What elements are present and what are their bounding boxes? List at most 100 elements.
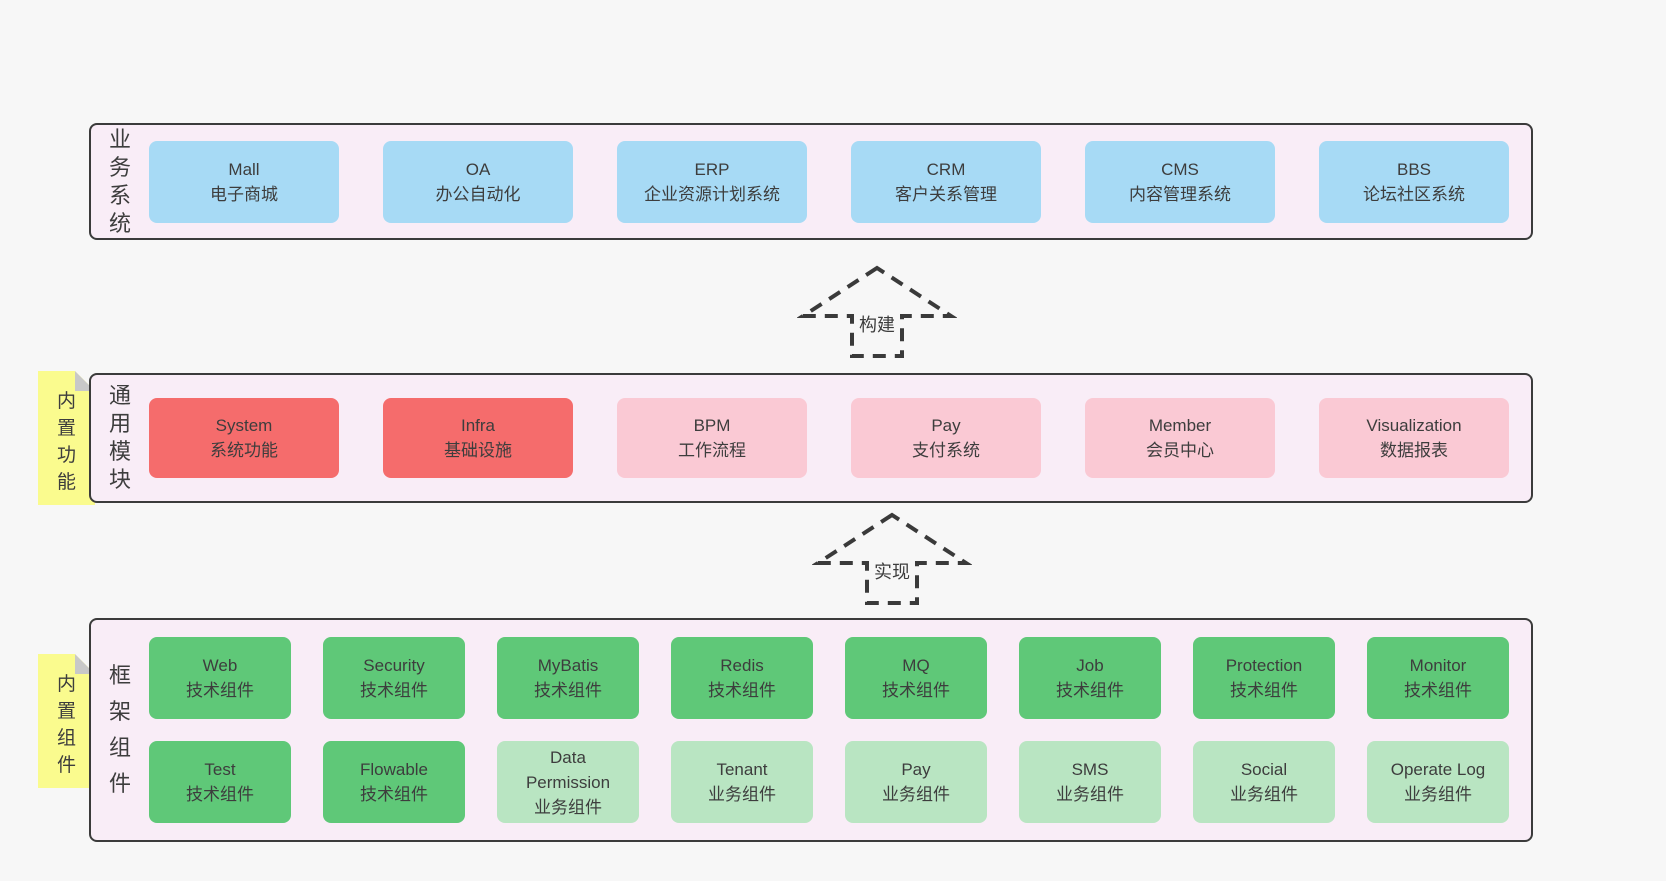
node-title: SMS — [1071, 760, 1109, 779]
vertical-label-char: 通 — [108, 383, 131, 408]
node-subtitle: 技术组件 — [186, 681, 254, 700]
vertical-label-char: 业 — [108, 126, 131, 152]
dashed-up-arrow-build: 构建 — [797, 265, 957, 358]
node-pay: Pay 业务组件 — [845, 741, 987, 823]
dashed-up-arrow-implement: 实现 — [812, 512, 972, 605]
node-subtitle: 技术组件 — [186, 785, 254, 804]
node-subtitle: 办公自动化 — [435, 184, 521, 204]
node-sms: SMS 业务组件 — [1019, 741, 1161, 823]
node-subtitle: 企业资源计划系统 — [644, 184, 780, 204]
arrow-label-build: 构建 — [859, 315, 895, 335]
node-subtitle: 技术组件 — [1056, 681, 1124, 700]
node-subtitle: 内容管理系统 — [1129, 184, 1231, 204]
node-pay: Pay 支付系统 — [851, 398, 1041, 478]
vertical-label-char: 功 — [56, 445, 76, 466]
node-title: Web — [202, 656, 238, 675]
node-subtitle: 技术组件 — [882, 681, 950, 700]
node-mq: MQ 技术组件 — [845, 637, 987, 719]
node-title: Pay — [901, 760, 931, 779]
node-subtitle: 支付系统 — [912, 441, 980, 460]
arrow-outline — [797, 265, 957, 358]
node-title: Security — [363, 656, 425, 675]
node-subtitle: 业务组件 — [882, 785, 950, 804]
node-subtitle: 数据报表 — [1380, 441, 1448, 460]
node-subtitle: 业务组件 — [534, 797, 602, 817]
node-visualization: Visualization 数据报表 — [1319, 398, 1509, 478]
sticky-note-built-in-features: 内置功能 — [38, 371, 95, 505]
node-subtitle: 基础设施 — [444, 441, 512, 460]
node-subtitle: 技术组件 — [534, 681, 602, 700]
node-security: Security 技术组件 — [323, 637, 465, 719]
node-title: Visualization — [1366, 416, 1462, 435]
node-cms: CMS 内容管理系统 — [1085, 140, 1275, 223]
node-title: MQ — [902, 656, 930, 675]
node-title: OA — [465, 159, 491, 179]
node-title: BBS — [1396, 159, 1432, 179]
node-subtitle: 技术组件 — [360, 785, 428, 804]
node-bbs: BBS 论坛社区系统 — [1319, 140, 1509, 223]
node-title: Member — [1148, 416, 1212, 435]
node-test: Test 技术组件 — [149, 741, 291, 823]
node-subtitle: 系统功能 — [210, 441, 278, 460]
node-title: CRM — [926, 159, 966, 179]
node-title: CMS — [1161, 159, 1199, 179]
node-oa: OA 办公自动化 — [383, 140, 573, 223]
vertical-label-char: 件 — [108, 771, 131, 796]
node-title: Redis — [720, 656, 764, 675]
node-operate-log: Operate Log 业务组件 — [1367, 741, 1509, 823]
node-title: Job — [1076, 656, 1104, 675]
node-social: Social 业务组件 — [1193, 741, 1335, 823]
node-flowable: Flowable 技术组件 — [323, 741, 465, 823]
node-title: Test — [204, 760, 236, 779]
node-subtitle: 业务组件 — [1404, 785, 1472, 804]
node-subtitle: 会员中心 — [1146, 441, 1214, 460]
node-subtitle: 业务组件 — [708, 785, 776, 804]
vertical-label-char: 能 — [56, 472, 76, 493]
vertical-label-char: 块 — [108, 467, 131, 492]
node-title: Mall — [228, 159, 260, 179]
node-title: BPM — [693, 416, 731, 435]
node-subtitle: 客户关系管理 — [895, 184, 997, 204]
layer-label-common-modules: 通用模块 — [91, 375, 149, 501]
vertical-label-char: 框 — [108, 663, 131, 688]
node-subtitle: 电子商城 — [210, 184, 278, 204]
arrow-outline — [812, 512, 972, 605]
node-subtitle: 技术组件 — [1404, 681, 1472, 700]
node-job: Job 技术组件 — [1019, 637, 1161, 719]
node-subtitle: 工作流程 — [678, 441, 746, 460]
node-subtitle: 业务组件 — [1230, 785, 1298, 804]
node-title: Social — [1240, 760, 1288, 779]
node-title: Flowable — [359, 760, 429, 779]
node-subtitle: 论坛社区系统 — [1363, 184, 1465, 204]
node-crm: CRM 客户关系管理 — [851, 140, 1041, 223]
node-subtitle: 业务组件 — [1056, 785, 1124, 804]
node-title: Operate Log — [1390, 760, 1486, 779]
node-title: Pay — [931, 416, 961, 435]
node-title: Protection — [1225, 656, 1303, 675]
vertical-label-char: 模 — [108, 439, 131, 464]
node-web: Web 技术组件 — [149, 637, 291, 719]
layer-label-framework-components: 框架组件 — [91, 620, 149, 840]
vertical-label-char: 组 — [108, 735, 131, 760]
vertical-label-char: 内 — [56, 674, 76, 695]
vertical-label-char: 内 — [56, 391, 76, 412]
node-bpm: BPM 工作流程 — [617, 398, 807, 478]
vertical-label-char: 件 — [56, 755, 76, 776]
node-member: Member 会员中心 — [1085, 398, 1275, 478]
vertical-label-char: 置 — [56, 701, 76, 722]
arrow-label-implement: 实现 — [874, 562, 910, 582]
node-subtitle: 技术组件 — [360, 681, 428, 700]
layer-label-business-systems: 业务系统 — [91, 125, 149, 238]
